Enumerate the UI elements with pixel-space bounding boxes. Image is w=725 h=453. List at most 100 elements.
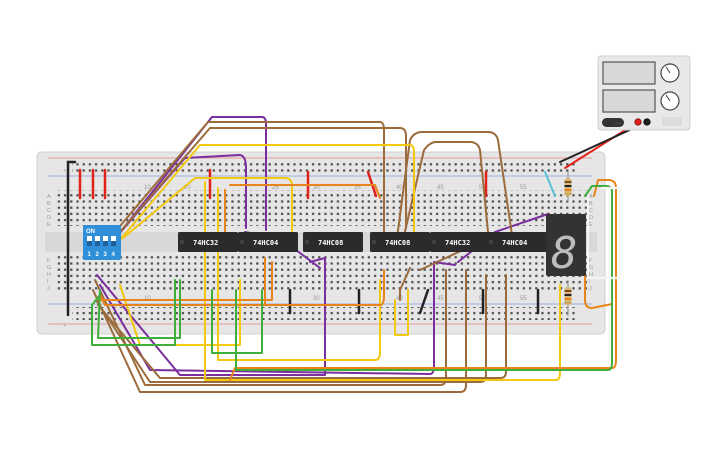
row-letters-top: A B C D E A B C D E bbox=[47, 194, 593, 228]
brown-wire[interactable] bbox=[92, 269, 467, 393]
chips: 74HC32 74HC04 74HC08 74HC08 74HC32 74HC0… bbox=[178, 232, 547, 252]
row-letter: J bbox=[589, 286, 592, 292]
chip-74hc32-1[interactable]: 74HC32 bbox=[178, 232, 238, 252]
power-button-label: OFF bbox=[614, 122, 621, 126]
chip-74hc04-2[interactable]: 74HC04 bbox=[487, 232, 547, 252]
row-letter: G bbox=[47, 265, 51, 271]
chip-label: 74HC08 bbox=[318, 239, 343, 247]
brown-wire[interactable] bbox=[396, 131, 513, 239]
green-wire[interactable] bbox=[91, 279, 176, 346]
orange-wire[interactable] bbox=[229, 184, 381, 199]
row-letter: A bbox=[47, 194, 51, 200]
row-letter: F bbox=[47, 258, 51, 264]
white-wire[interactable] bbox=[586, 186, 622, 280]
orange-wire[interactable] bbox=[229, 179, 617, 381]
row-letter: H bbox=[589, 272, 593, 278]
chip-label: 74HC32 bbox=[193, 239, 218, 247]
yellow-wire[interactable] bbox=[217, 187, 381, 361]
purple-wire[interactable] bbox=[99, 261, 456, 375]
column-number: 30 bbox=[313, 185, 320, 191]
dip-position-label: 2 bbox=[96, 252, 100, 258]
row-letters-bottom: F G H I J F G H I J bbox=[47, 258, 593, 292]
chip-74hc04-1[interactable]: 74HC04 bbox=[238, 232, 298, 252]
chip-label: 74HC08 bbox=[385, 239, 410, 247]
row-letter: E bbox=[47, 222, 51, 228]
column-number: 45 bbox=[437, 296, 444, 302]
column-number: 25 bbox=[272, 185, 279, 191]
dip-on-label: ON bbox=[86, 229, 95, 235]
chip-label: 74HC04 bbox=[502, 239, 527, 247]
black-jumper[interactable] bbox=[418, 288, 430, 315]
cyan-wire[interactable] bbox=[544, 171, 556, 197]
dip-position-label: 4 bbox=[112, 252, 116, 258]
purple-wire[interactable] bbox=[117, 154, 247, 236]
top-power-rail bbox=[72, 160, 577, 173]
brown-wire[interactable] bbox=[402, 141, 489, 241]
purple-wire[interactable] bbox=[96, 257, 326, 376]
row-letter: G bbox=[589, 265, 593, 271]
resistor-bottom[interactable] bbox=[564, 280, 572, 316]
row-letter: I bbox=[47, 279, 49, 285]
positive-terminal[interactable] bbox=[634, 118, 642, 126]
yellow-wire[interactable] bbox=[394, 289, 409, 336]
orange-wire[interactable] bbox=[584, 254, 613, 309]
power-button[interactable] bbox=[602, 118, 624, 127]
power-supply: OFF bbox=[597, 55, 691, 131]
vent-grille bbox=[662, 117, 682, 126]
chip-74hc08-1[interactable]: 74HC08 bbox=[303, 232, 363, 252]
brown-wire[interactable] bbox=[119, 127, 407, 233]
dip-position-label: 3 bbox=[104, 252, 108, 258]
chip-label: 74HC32 bbox=[445, 239, 470, 247]
row-letter: C bbox=[589, 208, 593, 214]
rail-minus-bottom: + bbox=[63, 323, 66, 329]
display-body bbox=[546, 214, 586, 276]
row-letter: H bbox=[47, 272, 51, 278]
dip-position-label: 1 bbox=[88, 252, 92, 258]
display-digit: 8 bbox=[551, 228, 578, 279]
column-number: 20 bbox=[184, 185, 191, 191]
column-number: 45 bbox=[437, 185, 444, 191]
row-letter: A bbox=[589, 194, 593, 200]
voltage-readout bbox=[602, 61, 656, 85]
dip-switch-body bbox=[83, 225, 121, 260]
yellow-wire[interactable] bbox=[119, 279, 241, 346]
column-number: 35 bbox=[354, 185, 361, 191]
column-number: 50 bbox=[479, 185, 486, 191]
yellow-wire[interactable] bbox=[204, 181, 561, 381]
dip-switch[interactable]: ON 1 2 3 4 bbox=[83, 225, 121, 260]
resistor-top[interactable] bbox=[564, 172, 572, 202]
row-letter: E bbox=[589, 222, 593, 228]
column-number: 40 bbox=[396, 185, 403, 191]
column-number: 55 bbox=[520, 185, 527, 191]
brown-wire[interactable] bbox=[97, 274, 507, 379]
seven-segment-display[interactable]: 8 bbox=[546, 214, 586, 279]
column-number: 30 bbox=[313, 296, 320, 302]
brown-wire[interactable] bbox=[399, 267, 411, 301]
purple-wire[interactable] bbox=[121, 116, 267, 231]
row-letter: C bbox=[47, 208, 51, 214]
purple-wire[interactable] bbox=[494, 213, 549, 233]
row-letter: J bbox=[47, 286, 50, 292]
orange-wire[interactable] bbox=[99, 261, 273, 301]
row-letter: D bbox=[47, 215, 51, 221]
row-letter: F bbox=[589, 258, 593, 264]
row-letter: B bbox=[47, 201, 51, 207]
negative-terminal[interactable] bbox=[643, 118, 651, 126]
chip-74hc32-2[interactable]: 74HC32 bbox=[430, 232, 490, 252]
chip-74hc08-2[interactable]: 74HC08 bbox=[370, 232, 430, 252]
green-wire[interactable] bbox=[97, 279, 181, 339]
orange-wire[interactable] bbox=[99, 269, 385, 306]
row-letter: I bbox=[589, 279, 591, 285]
brown-wire[interactable] bbox=[114, 121, 385, 233]
row-letter: B bbox=[589, 201, 593, 207]
chip-label: 74HC04 bbox=[253, 239, 278, 247]
row-letter: D bbox=[589, 215, 593, 221]
current-readout bbox=[602, 89, 656, 113]
black-rail-wire[interactable] bbox=[66, 160, 77, 317]
column-number: 55 bbox=[520, 296, 527, 302]
yellow-wire[interactable] bbox=[119, 144, 415, 241]
short-jumpers bbox=[66, 160, 540, 317]
column-number: 10 bbox=[144, 185, 151, 191]
rail-plus-top: + bbox=[63, 168, 66, 174]
